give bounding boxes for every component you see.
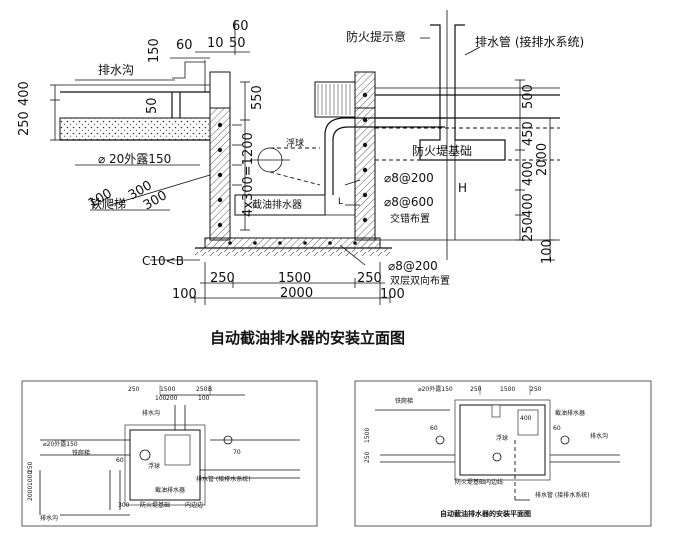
dim-b-100a: 100 xyxy=(172,287,197,302)
lv-dim-v250: 250 xyxy=(27,461,34,473)
rv-label-oil-trap: 截油排水器 xyxy=(555,409,585,417)
lv-dim-t250b: 250 xyxy=(196,386,208,393)
rv-label-ladder: 铁爬梯 xyxy=(395,397,413,405)
rv-label-drain-pipe: 排水管 (接排水系统) xyxy=(535,491,590,499)
pipe-spec-label: ⌀ 20外露150 xyxy=(98,152,171,166)
drain-pipe-label: 排水管 (接排水系统) xyxy=(475,34,584,49)
lv-label-fire-dike: 防火堤基础 xyxy=(140,501,170,509)
ladder-label: 铁爬梯 xyxy=(90,197,126,211)
rv-dim-v250: 250 xyxy=(364,451,371,463)
left-section-view xyxy=(21,380,318,527)
right-plan-view xyxy=(354,380,652,527)
dim-inner-550: 550 xyxy=(250,85,265,110)
lv-dim-t200: 200 xyxy=(166,395,178,402)
lv-label-float: 浮球 xyxy=(148,462,160,470)
rv-label-ditch: 排水沟 xyxy=(590,432,608,440)
rv-label-fire-dike: 防火堤基础内边线 xyxy=(455,478,503,486)
dim-r-400: 400 xyxy=(521,161,536,186)
dim-r-100: 100 xyxy=(540,239,555,264)
lv-dim-v70: 70 xyxy=(233,449,241,456)
dim-top-10: 10 xyxy=(207,36,224,51)
dim-b-2000: 2000 xyxy=(280,286,313,301)
fire-dike-base-label: 防火堤基础 xyxy=(412,143,472,158)
oil-trap-label: 截油排水器 xyxy=(252,198,302,211)
rv-dim-t250: 250 xyxy=(470,386,482,393)
drain-ditch-label: 排水沟 xyxy=(98,63,134,77)
rv-dim-v60: 60 xyxy=(430,425,438,432)
dim-inner-4x300: 4x300=1200 xyxy=(241,132,256,217)
lv-dim-v60: 60 xyxy=(116,457,124,464)
rv-dim-v60b: 60 xyxy=(553,425,561,432)
dim-b-100b: 100 xyxy=(380,287,405,302)
rv-title: 自动截油排水器的安装平面图 xyxy=(440,509,531,518)
dim-left-50: 50 xyxy=(145,97,160,114)
lv-dim-v1000: 1000 xyxy=(27,471,34,486)
dim-left-250: 250 xyxy=(17,111,32,136)
rebar-3-label: ⌀8@200 xyxy=(388,259,438,273)
lv-label-pipe-spec: ⌀20外露150 xyxy=(43,440,78,448)
oil-trap-body xyxy=(234,194,326,216)
dim-r-2000: 2000 xyxy=(535,143,550,176)
rv-dim-pipe: ⌀20外露150 xyxy=(418,385,453,393)
fire-hint-label: 防火提示意 xyxy=(346,29,406,44)
lv-dim-t250: 250 xyxy=(128,386,140,393)
float-ball-label: 浮球 xyxy=(286,137,304,149)
main-elevation xyxy=(50,10,560,305)
concrete-label: C10<B xyxy=(142,254,184,268)
lv-dim-t100b: 100 xyxy=(198,395,210,402)
rv-label-float: 浮球 xyxy=(496,434,508,442)
dim-r-400-lower: 400 xyxy=(521,193,536,218)
ground-slab-left xyxy=(59,117,211,141)
lv-label-dim300: 300 xyxy=(118,502,130,509)
dim-r-250: 250 xyxy=(521,217,536,242)
lv-dim-t100: 100 xyxy=(155,395,167,402)
fire-dike xyxy=(419,24,506,161)
dim-top-60b: 60 xyxy=(176,38,193,53)
dim-r-500: 500 xyxy=(521,84,536,109)
lv-label-bottom-ditch: 排水沟 xyxy=(40,514,58,522)
letter-h: H xyxy=(458,181,467,195)
dim-b-250b: 250 xyxy=(357,271,382,286)
rebar-2-label: ⌀8@600 xyxy=(384,195,434,209)
lv-label-drain-pipe: 排水管 (接排水系统) xyxy=(196,475,251,483)
dim-b-1500: 1500 xyxy=(278,271,311,286)
rv-dim-t250b: 250 xyxy=(530,386,542,393)
lv-label-oil-trap: 截油排水器 xyxy=(155,486,185,494)
dim-left-400: 400 xyxy=(17,81,32,106)
dim-b-250a: 250 xyxy=(210,271,235,286)
rv-dim-v1500: 1500 xyxy=(364,428,371,443)
lv-dim-tB: B xyxy=(208,386,212,393)
lv-dim-v2000: 2000 xyxy=(27,486,34,501)
dim-r-450: 450 xyxy=(521,121,536,146)
lv-label-inner-wall: 内边边 xyxy=(185,501,203,509)
lv-label-ladder: 铁爬梯 xyxy=(72,449,90,457)
rv-dim-t1500: 1500 xyxy=(500,386,515,393)
rv-dim-v400: 400 xyxy=(520,415,532,422)
lv-dim-t1500: 1500 xyxy=(160,386,175,393)
lv-label-drain-ditch: 排水沟 xyxy=(142,409,160,417)
dim-top-150: 150 xyxy=(147,38,162,63)
rebar-2-note: 交错布置 xyxy=(390,212,430,225)
main-title: 自动截油排水器的安装立面图 xyxy=(210,329,405,347)
dim-top-60a: 60 xyxy=(232,19,249,34)
dim-top-50: 50 xyxy=(229,36,246,51)
letter-l: L xyxy=(338,197,343,207)
rebar-3-note: 双层双向布置 xyxy=(390,274,450,287)
rebar-1-label: ⌀8@200 xyxy=(384,171,434,185)
